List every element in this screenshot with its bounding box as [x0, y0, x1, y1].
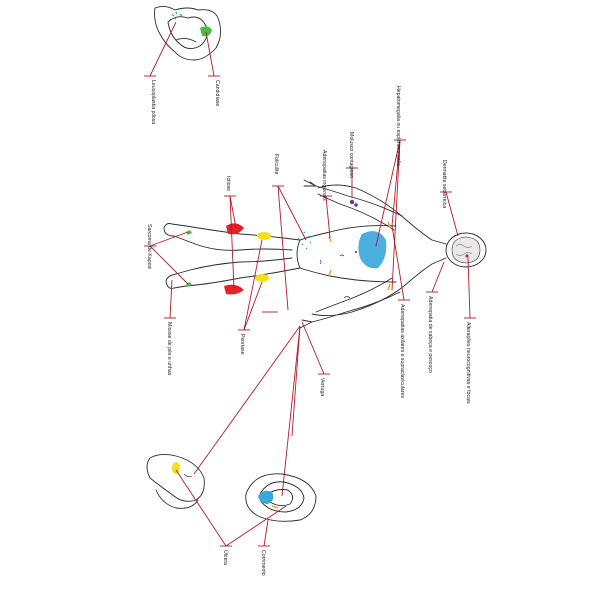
- folliculitis-dots: [297, 231, 314, 250]
- psoriasis-patch-upper: [257, 232, 271, 240]
- label-molusco: Molusco contagioso: [348, 132, 354, 178]
- female-genital-inset: [245, 473, 317, 522]
- label-ictiose: Ictiose: [225, 176, 231, 191]
- discharge-patch-blue: [258, 490, 274, 504]
- ichthyosis-patch-lower: [224, 284, 244, 295]
- label-foliculite: Foliculite: [273, 154, 279, 175]
- ichthyosis-patch-upper: [226, 223, 244, 235]
- label-hepato: Hepatomegalia ou esplenomegalia: [395, 86, 401, 166]
- ulcer-patch-yellow: [172, 462, 180, 474]
- molluscum-spots: [349, 199, 355, 205]
- label-psoriase: Psoríase: [239, 334, 245, 355]
- psoriasis-patch-lower: [255, 274, 269, 282]
- label-leucoplasia: Leucoplastia pilosa: [150, 80, 156, 124]
- candidiasis-patch: [200, 26, 212, 37]
- label-micose: Micose de pés e unhas: [166, 322, 172, 376]
- brain-icon: [451, 236, 481, 264]
- leukoplakia-spots: [171, 11, 183, 20]
- oral-cavity-inset: [144, 5, 221, 77]
- label-adeno-cab: Adenopatia de cabeça e pescoço: [427, 296, 433, 373]
- hepatomegaly-region: [358, 231, 387, 269]
- label-corrimento: Corrimento: [260, 550, 266, 576]
- label-kaposi: Sarcoma de Kaposi: [146, 224, 152, 269]
- label-candidiase: Candidíase: [214, 80, 220, 106]
- label-alteracoes: Alterações neurocognitivas e focais: [465, 322, 471, 404]
- label-adeno-ax: Adenopatias axilares e supraclaviculares: [399, 304, 405, 398]
- label-verruga: Verruga: [319, 378, 325, 396]
- kaposi-lesion-upper: [186, 230, 192, 235]
- label-adeno-ing: Adenopatias inguinais: [321, 150, 327, 201]
- label-dermatite: Dermatite seborreica: [441, 160, 447, 208]
- label-ulcera: Úlcera: [222, 550, 229, 565]
- body-figure: [163, 179, 487, 329]
